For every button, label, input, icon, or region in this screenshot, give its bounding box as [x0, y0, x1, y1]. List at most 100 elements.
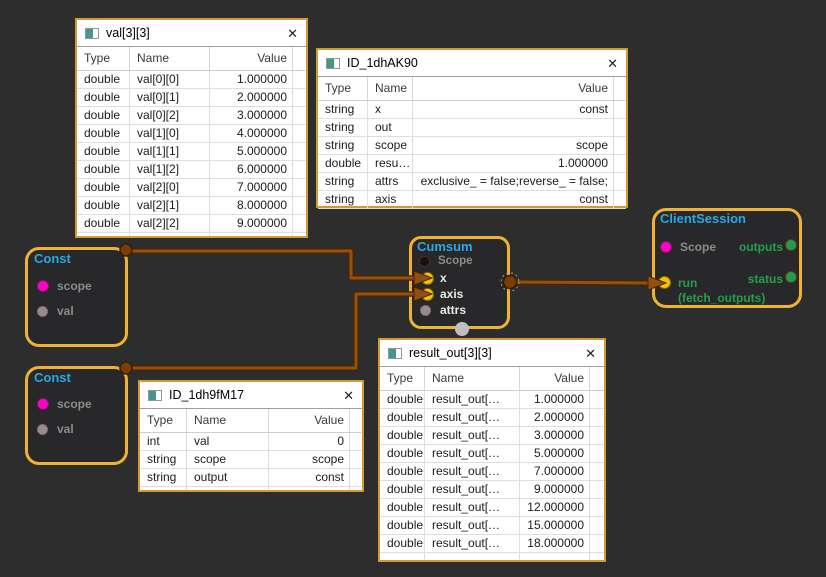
table-row[interactable]: double result_out[… 2.000000 — [380, 409, 604, 427]
port-bottom-dot[interactable] — [455, 322, 469, 336]
cell-type: string — [318, 191, 368, 208]
port-scope-label: scope — [57, 397, 92, 411]
table-row[interactable]: double val[1][1] 5.000000 — [77, 143, 306, 161]
column-header-name[interactable]: Name — [130, 47, 210, 70]
panel-titlebar[interactable]: result_out[3][3] ✕ — [380, 340, 604, 367]
column-header-name[interactable]: Name — [187, 409, 269, 432]
cell-type: double — [77, 179, 130, 196]
cell-pad — [293, 71, 306, 88]
port-scope-dot[interactable] — [660, 241, 672, 253]
column-header-value[interactable]: Value — [520, 367, 590, 390]
table-row[interactable]: double result_out[… 3.000000 — [380, 427, 604, 445]
port-cumsum-output[interactable] — [502, 274, 518, 290]
cell-name: result_out[… — [425, 517, 520, 534]
table-row[interactable]: double val[0][0] 1.000000 — [77, 71, 306, 89]
close-icon[interactable]: ✕ — [343, 387, 354, 403]
node-const-1[interactable]: Const scope val — [25, 247, 128, 347]
column-header-name[interactable]: Name — [425, 367, 520, 390]
table-row[interactable]: double result_out[… 12.000000 — [380, 499, 604, 517]
table-row[interactable]: double val[2][0] 7.000000 — [77, 179, 306, 197]
cell-value — [413, 119, 614, 136]
port-scope-dot[interactable] — [419, 256, 430, 267]
cell-pad — [350, 469, 362, 486]
column-header-value[interactable]: Value — [269, 409, 350, 432]
panel-titlebar[interactable]: ID_1dh9fM17 ✕ — [140, 382, 362, 409]
table-row[interactable]: string scope scope — [318, 137, 626, 155]
table-body: double result_out[… 1.000000 double resu… — [380, 391, 604, 553]
cell-pad — [293, 125, 306, 142]
node-client-session[interactable]: ClientSession Scope outputs status run (… — [652, 208, 802, 308]
panel-titlebar[interactable]: val[3][3] ✕ — [77, 20, 306, 47]
cell-value: 15.000000 — [520, 517, 590, 534]
cell-type: double — [380, 535, 425, 552]
cell-pad — [590, 499, 604, 516]
column-header-type[interactable]: Type — [140, 409, 187, 432]
column-header-type[interactable]: Type — [318, 77, 368, 100]
table-row[interactable]: string scope scope — [140, 451, 362, 469]
table-icon — [326, 57, 340, 69]
port-x-label: x — [440, 271, 447, 285]
table-row[interactable]: double result_out[… 5.000000 — [380, 445, 604, 463]
port-scope-dot[interactable] — [37, 280, 49, 292]
wire-const1-to-x[interactable] — [124, 249, 418, 280]
column-header-value[interactable]: Value — [413, 77, 614, 100]
table-row[interactable]: string x const — [318, 101, 626, 119]
column-header-value[interactable]: Value — [210, 47, 293, 70]
port-status-label: status — [747, 272, 783, 286]
table-row[interactable]: double val[1][2] 6.000000 — [77, 161, 306, 179]
column-header-type[interactable]: Type — [77, 47, 130, 70]
port-val-dot[interactable] — [37, 424, 48, 435]
table-header: Type Name Value — [140, 409, 362, 433]
cell-pad — [614, 137, 626, 154]
cell-name: val[0][1] — [130, 89, 210, 106]
port-outputs-dot[interactable] — [785, 239, 797, 251]
port-scope-label: Scope — [438, 255, 473, 267]
port-const1-output[interactable] — [119, 243, 133, 257]
table-row[interactable]: double result_out[… 1.000000 — [380, 391, 604, 409]
column-header-name[interactable]: Name — [368, 77, 413, 100]
cell-value: 8.000000 — [210, 197, 293, 214]
cell-pad — [590, 445, 604, 462]
table-row[interactable]: double result_out[… 15.000000 — [380, 517, 604, 535]
cell-pad — [614, 191, 626, 208]
wire-const2-to-axis[interactable] — [124, 292, 418, 370]
table-row[interactable]: int val 0 — [140, 433, 362, 451]
table-row[interactable]: string out — [318, 119, 626, 137]
table-row[interactable]: double resu… 1.000000 — [318, 155, 626, 173]
column-header-type[interactable]: Type — [380, 367, 425, 390]
cell-pad — [590, 391, 604, 408]
wire-cumsum-to-run[interactable] — [508, 280, 652, 285]
cell-type: int — [140, 433, 187, 450]
cell-name: result_out[… — [425, 499, 520, 516]
table-row[interactable]: double val[1][0] 4.000000 — [77, 125, 306, 143]
table-icon — [148, 389, 162, 401]
table-body: string x const string out string scope s… — [318, 101, 626, 209]
table-row[interactable]: double val[2][1] 8.000000 — [77, 197, 306, 215]
port-status-dot[interactable] — [785, 271, 797, 283]
table-row[interactable]: string output const — [140, 469, 362, 487]
table-row[interactable]: double result_out[… 9.000000 — [380, 481, 604, 499]
table-row[interactable]: double val[0][2] 3.000000 — [77, 107, 306, 125]
close-icon[interactable]: ✕ — [607, 55, 618, 71]
table-row[interactable]: double val[0][1] 2.000000 — [77, 89, 306, 107]
table-row[interactable]: double result_out[… 18.000000 — [380, 535, 604, 553]
port-val-dot[interactable] — [37, 306, 48, 317]
table-row[interactable]: string attrs exclusive_ = false;reverse_… — [318, 173, 626, 191]
close-icon[interactable]: ✕ — [585, 345, 596, 361]
node-const-2[interactable]: Const scope val — [25, 366, 128, 465]
table-row[interactable]: double val[2][2] 9.000000 — [77, 215, 306, 233]
port-const2-output[interactable] — [119, 361, 133, 375]
port-cumsum-output-ring — [500, 272, 520, 292]
table-row[interactable]: double result_out[… 7.000000 — [380, 463, 604, 481]
table-row[interactable]: string axis const — [318, 191, 626, 209]
panel-titlebar[interactable]: ID_1dhAK90 ✕ — [318, 50, 626, 77]
cell-name: result_out[… — [425, 391, 520, 408]
cell-value: 4.000000 — [210, 125, 293, 142]
cell-type: double — [77, 197, 130, 214]
cell-name: val[1][2] — [130, 161, 210, 178]
port-attrs-dot[interactable] — [420, 305, 431, 316]
cell-pad — [614, 155, 626, 172]
port-scope-dot[interactable] — [37, 398, 49, 410]
close-icon[interactable]: ✕ — [287, 25, 298, 41]
